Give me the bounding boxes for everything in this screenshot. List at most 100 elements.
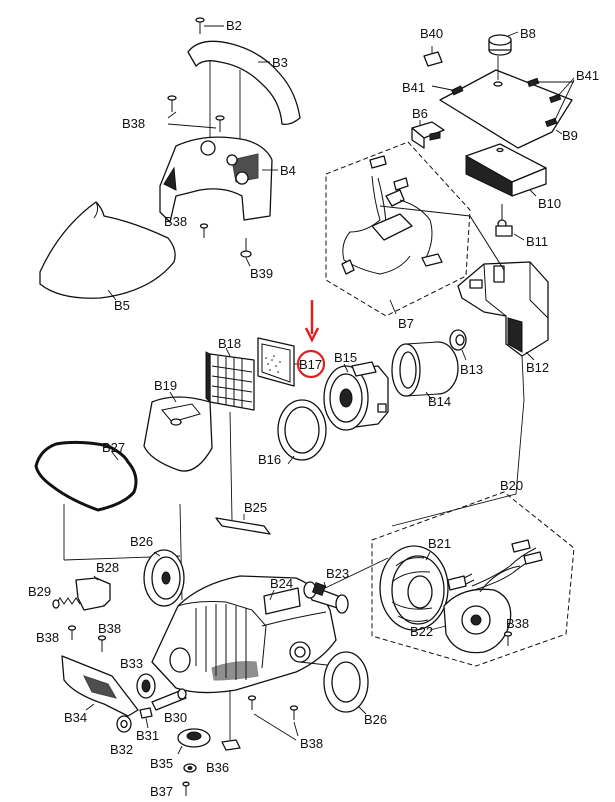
control-panel-group — [325, 31, 575, 361]
screw-b38-left-bottom — [67, 625, 107, 652]
label-b3: B3 — [272, 55, 288, 70]
screw-b38-reel — [503, 631, 513, 646]
switch-b6 — [411, 120, 445, 149]
label-b32: B32 — [110, 742, 133, 757]
screw-b38-top — [167, 95, 225, 132]
label-b23: B23 — [326, 566, 349, 581]
label-b39: B39 — [250, 266, 273, 281]
power-plug — [447, 573, 475, 591]
gasket-b16 — [277, 399, 327, 465]
highlight-b17 — [296, 300, 326, 379]
housing-b12 — [457, 261, 549, 361]
label-b26-upper: B26 — [130, 534, 153, 549]
label-b33: B33 — [120, 656, 143, 671]
label-plate-b40 — [423, 51, 443, 67]
highlight-circle — [296, 349, 326, 379]
part-labels: B2 B3 B38 B4 B38 B39 B5 B40 B8 B41 B41 B… — [28, 18, 599, 799]
sleeve-b14 — [391, 341, 459, 401]
wheel-b26-lower — [323, 651, 369, 715]
cord-reel-box-b20 — [371, 491, 575, 667]
dust-bag-b19 — [143, 391, 213, 472]
label-b6: B6 — [412, 106, 428, 121]
label-b5: B5 — [114, 298, 130, 313]
bumper-b34 — [61, 655, 139, 717]
label-b7: B7 — [398, 316, 414, 331]
label-b38-left2: B38 — [36, 630, 59, 645]
label-b30: B30 — [164, 710, 187, 725]
main-body — [52, 549, 369, 796]
label-b38-reel: B38 — [506, 616, 529, 631]
label-b17: B17 — [299, 357, 322, 372]
label-b4: B4 — [280, 163, 296, 178]
washer-b32 — [116, 715, 132, 733]
front-cover-b5 — [39, 201, 176, 301]
cord-reel-group — [371, 491, 575, 667]
label-b13: B13 — [460, 362, 483, 377]
label-b24: B24 — [270, 576, 293, 591]
label-b14: B14 — [428, 394, 451, 409]
label-b19: B19 — [154, 378, 177, 393]
label-b29: B29 — [28, 584, 51, 599]
panel-b41 — [439, 69, 573, 149]
cord-reel-b21 — [379, 545, 449, 631]
motor-group — [34, 329, 467, 512]
handle-b3 — [187, 40, 301, 126]
strip-b25 — [215, 514, 271, 535]
reel-base-b22 — [429, 565, 521, 654]
label-b28: B28 — [96, 560, 119, 575]
top-cover-group — [159, 17, 301, 267]
label-b15: B15 — [334, 350, 357, 365]
filter-b17 — [257, 337, 300, 387]
leader-lines — [63, 355, 525, 601]
caster-b35 — [177, 728, 211, 755]
label-b40: B40 — [420, 26, 443, 41]
label-b25: B25 — [244, 500, 267, 515]
label-b37: B37 — [150, 784, 173, 799]
wheel-b26-upper — [143, 549, 185, 607]
label-b38-mid: B38 — [98, 621, 121, 636]
connector-b11 — [495, 204, 525, 241]
label-b41-right: B41 — [576, 68, 599, 83]
label-b9: B9 — [562, 128, 578, 143]
gasket-b27 — [34, 440, 138, 512]
label-b12: B12 — [526, 360, 549, 375]
cover-b10 — [465, 143, 547, 197]
label-b27: B27 — [102, 440, 125, 455]
bracket-b28 — [75, 575, 111, 611]
label-b2: B2 — [226, 18, 242, 33]
clip-b31 — [139, 707, 153, 729]
gear-b33 — [136, 673, 156, 699]
hose-cuff-b23 — [303, 581, 349, 614]
screw-b38-left — [199, 223, 209, 238]
label-b26-lower: B26 — [364, 712, 387, 727]
label-b35: B35 — [150, 756, 173, 771]
label-b34: B34 — [64, 710, 87, 725]
label-b41-left: B41 — [402, 80, 425, 95]
knob-b8 — [488, 31, 519, 56]
wiring-harness-b7 — [341, 155, 505, 315]
label-b21: B21 — [428, 536, 451, 551]
screw-b38-bottom — [247, 695, 299, 741]
shaft-b30 — [151, 688, 187, 711]
label-b18: B18 — [218, 336, 241, 351]
screw-b39 — [240, 238, 252, 267]
ring-b13 — [449, 329, 467, 361]
label-b20: B20 — [500, 478, 523, 493]
label-b38-left: B38 — [164, 214, 187, 229]
label-b31: B31 — [136, 728, 159, 743]
top-cover-b4 — [159, 136, 278, 223]
label-b11: B11 — [526, 234, 548, 249]
grid-filter-b18 — [205, 347, 255, 411]
motor-b15 — [323, 361, 389, 431]
label-b22: B22 — [410, 624, 433, 639]
caster-wheel-b36 — [183, 763, 197, 773]
label-b38-bottom: B38 — [300, 736, 323, 751]
label-b10: B10 — [538, 196, 561, 211]
label-b8: B8 — [520, 26, 536, 41]
hose-port-b24 — [263, 587, 301, 615]
label-b36: B36 — [206, 760, 229, 775]
label-b38-top: B38 — [122, 116, 145, 131]
screw-b2 — [195, 17, 224, 34]
wiring-box-b7 — [325, 141, 471, 317]
